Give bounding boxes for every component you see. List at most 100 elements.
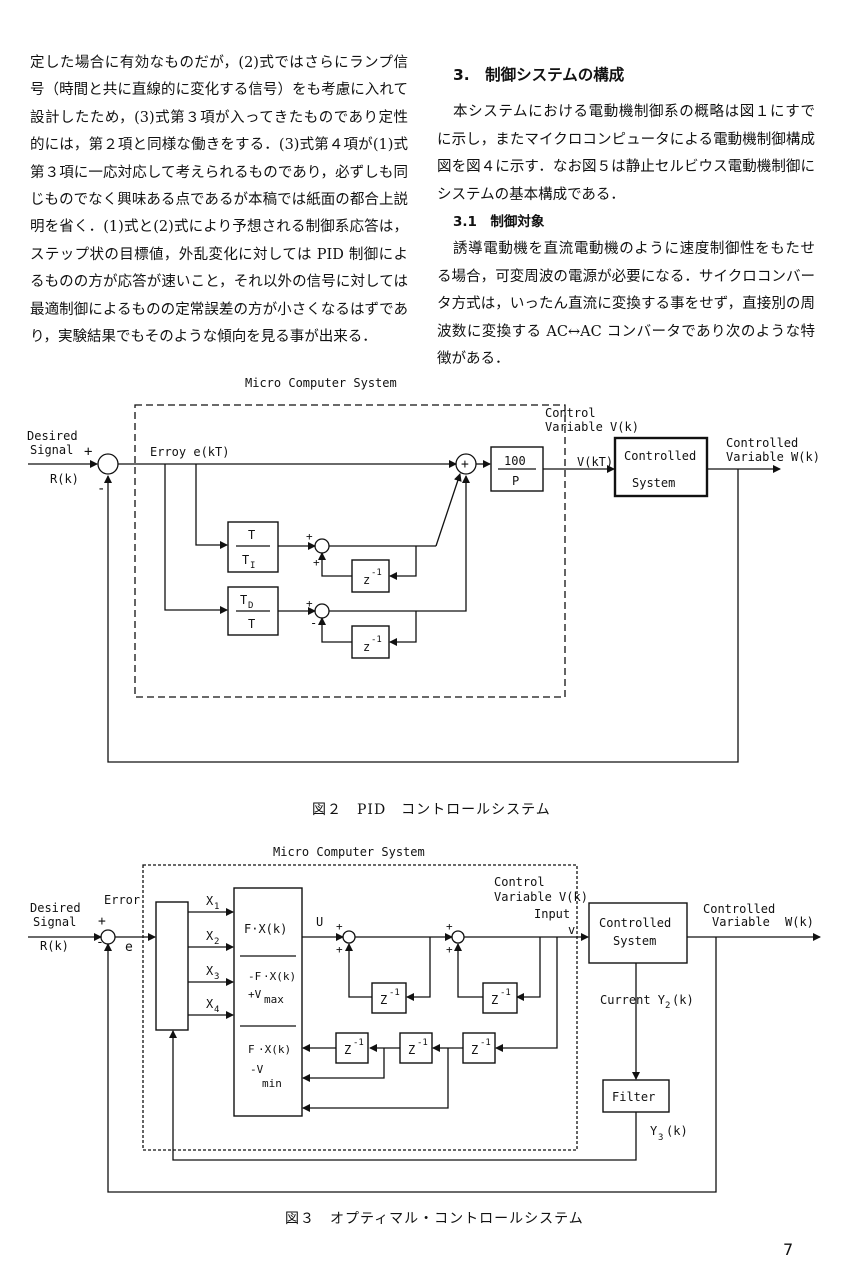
fig3-delay-4: [399, 1032, 433, 1064]
fig3-micro-boundary: [142, 864, 578, 1151]
svg-text:System: System: [613, 934, 656, 948]
right-column: 3. 制御システムの構成 本システムにおける電動機制御系の概略は図１にすでに示し…: [437, 50, 815, 373]
fig2-micro-label: Micro Computer System: [245, 376, 397, 390]
svg-text:X: X: [206, 929, 214, 943]
svg-text:+: +: [313, 556, 320, 569]
svg-text:Z: Z: [380, 993, 387, 1007]
fig3-state-block: [155, 901, 189, 1031]
fig2-gain-num: 100: [504, 454, 526, 468]
svg-text:1: 1: [214, 902, 219, 912]
figure-2-diagram: Micro Computer System Desired Signal R(k…: [27, 376, 820, 763]
svg-text:I: I: [250, 561, 255, 571]
svg-text:X: X: [206, 894, 214, 908]
svg-text:+: +: [306, 530, 313, 543]
fig3-delay-2: [482, 982, 518, 1014]
svg-text:·X(k): ·X(k): [263, 970, 296, 983]
section-title: 3. 制御システムの構成: [453, 66, 625, 84]
svg-text:R(k): R(k): [40, 939, 69, 953]
fig2-output-1: Controlled: [726, 436, 798, 450]
fig2-plant-2: System: [632, 476, 675, 490]
svg-text:+: +: [446, 920, 453, 933]
svg-text:Error: Error: [104, 893, 140, 907]
fig2-signal-label: Signal: [30, 443, 73, 457]
svg-text:z: z: [363, 640, 370, 654]
svg-text:T: T: [248, 617, 255, 631]
svg-text:min: min: [262, 1077, 282, 1090]
subsection-paragraph: 誘導電動機を直流電動機のように速度制御性をもたせる場合，可変周波の電源が必要にな…: [437, 241, 815, 368]
figure-3-caption: 図３ オプティマル・コントロールシステム: [285, 1211, 584, 1227]
fig3-feedback-law-block: [233, 887, 303, 1117]
svg-text:4: 4: [214, 1005, 219, 1015]
svg-text:Y: Y: [650, 1124, 658, 1138]
fig2-output-2: Variable W(k): [726, 450, 820, 464]
svg-text:-1: -1: [371, 635, 382, 645]
fig2-integral-sum: [314, 538, 330, 554]
fig2-desired-label: Desired: [27, 429, 78, 443]
subsection-title: 3.1 制御対象: [453, 214, 545, 231]
svg-text:Filter: Filter: [612, 1090, 655, 1104]
svg-text:-1: -1: [389, 988, 400, 998]
svg-text:+: +: [306, 597, 313, 610]
svg-text:-: -: [96, 935, 104, 950]
svg-text:Controlled: Controlled: [703, 902, 775, 916]
fig2-vkt-label: V(kT): [577, 455, 613, 469]
fig2-minus-sign: -: [97, 481, 105, 497]
svg-text:+: +: [98, 914, 106, 929]
svg-text:z: z: [363, 573, 370, 587]
fig2-control-var-1: Control: [545, 406, 596, 420]
svg-text:+V: +V: [248, 988, 262, 1001]
fig3-delay-5: [335, 1032, 369, 1064]
fig2-micro-boundary: [134, 404, 566, 698]
svg-text:T: T: [248, 528, 255, 542]
svg-text:T: T: [242, 553, 249, 567]
svg-text:3: 3: [658, 1133, 663, 1143]
fig2-controlled-system: [613, 436, 709, 498]
section-paragraph: 本システムにおける電動機制御系の概略は図１にすでに示し，またマイクロコンピュータ…: [437, 104, 815, 203]
svg-text:(k): (k): [666, 1124, 688, 1138]
svg-text:3: 3: [214, 972, 219, 982]
svg-text:Variable: Variable: [712, 915, 770, 929]
svg-text:Signal: Signal: [33, 915, 76, 929]
svg-text:Z: Z: [344, 1043, 351, 1057]
fig2-delay-block-2: [351, 625, 390, 659]
svg-text:-1: -1: [480, 1038, 491, 1048]
svg-text:e: e: [125, 940, 133, 955]
fig2-plus-sign: +: [84, 444, 92, 460]
svg-text:Controlled: Controlled: [599, 916, 671, 930]
svg-text:D: D: [248, 601, 253, 611]
fig3-controlled-system: [588, 902, 688, 964]
svg-text:+: +: [446, 943, 453, 956]
svg-text:-1: -1: [500, 988, 511, 998]
svg-text:Variable V(k): Variable V(k): [494, 890, 588, 904]
fig2-plant-1: Controlled: [624, 449, 696, 463]
svg-text:Z: Z: [471, 1043, 478, 1057]
svg-text:Input: Input: [534, 907, 570, 921]
fig2-control-var-2: Variable V(k): [545, 420, 639, 434]
svg-text:2: 2: [665, 1001, 670, 1011]
svg-text:-: -: [310, 616, 317, 630]
fig3-delay-1: [371, 982, 407, 1014]
svg-text:Desired: Desired: [30, 901, 81, 915]
svg-text:T: T: [240, 593, 247, 607]
fig2-delay-block-1: [351, 559, 390, 593]
fig2-rk-label: R(k): [50, 472, 79, 486]
fig2-gain-den: P: [512, 474, 519, 488]
svg-text:-1: -1: [417, 1038, 428, 1048]
svg-text:F·X(k): F·X(k): [244, 922, 287, 936]
svg-text:F: F: [248, 1043, 255, 1056]
left-column: 定した場合に有効なものだが，(2)式ではさらにランプ信号（時間と共に直線的に変化…: [30, 50, 408, 351]
svg-text:-V: -V: [250, 1063, 264, 1076]
svg-text:Control: Control: [494, 875, 545, 889]
svg-text:U: U: [316, 915, 323, 929]
body-paragraph: 定した場合に有効なものだが，(2)式ではさらにランプ信号（時間と共に直線的に変化…: [30, 55, 408, 346]
svg-text:+: +: [336, 920, 343, 933]
svg-text:max: max: [264, 993, 284, 1006]
svg-text:·X(k): ·X(k): [258, 1043, 291, 1056]
figure-2-caption: 図２ PID コントロールシステム: [312, 802, 551, 818]
svg-text:2: 2: [214, 937, 219, 947]
svg-text:v: v: [568, 923, 575, 937]
fig2-integral-block: [227, 521, 279, 573]
svg-text:(k): (k): [672, 993, 694, 1007]
svg-text:Z: Z: [408, 1043, 415, 1057]
svg-text:X: X: [206, 997, 214, 1011]
